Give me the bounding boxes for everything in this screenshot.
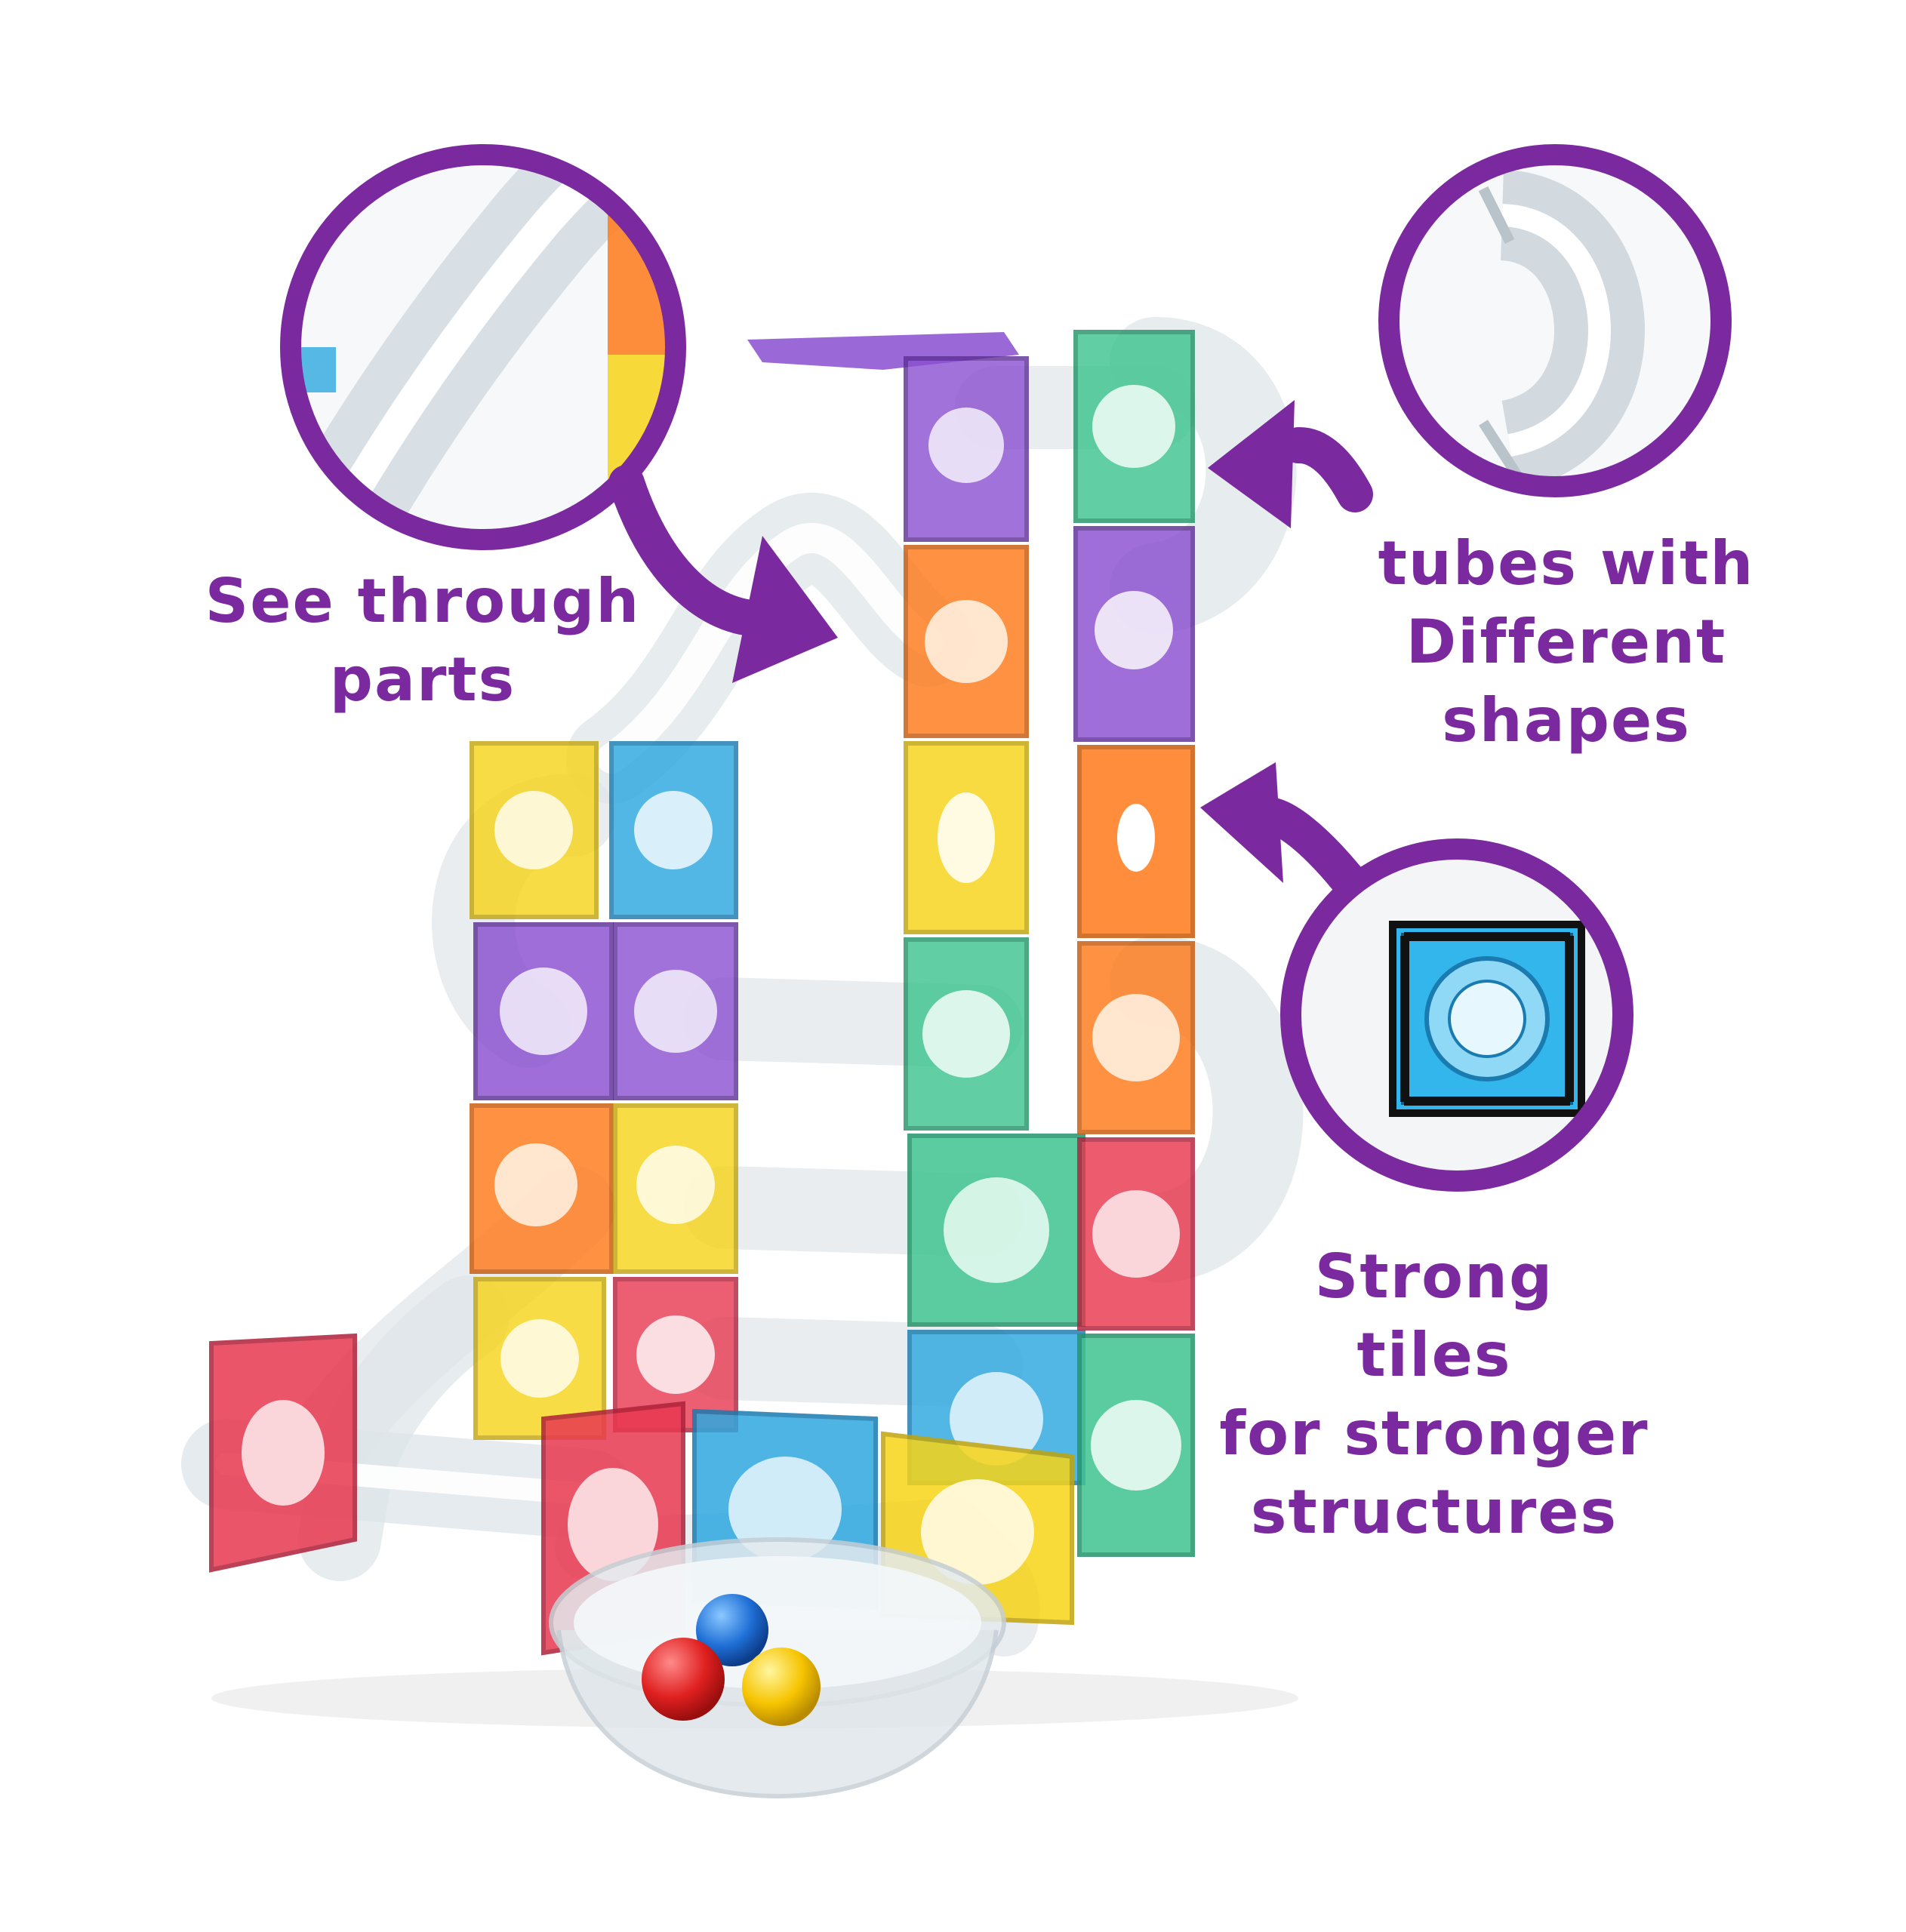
tiles-callout [1280, 838, 1633, 1192]
magnetic-tiles [209, 330, 1195, 1656]
red-ball [642, 1638, 725, 1721]
tubes-label: tubes with Different shapes [1355, 525, 1778, 760]
tubes-line-1: tubes with [1378, 528, 1755, 598]
tiles-line-4: structures [1250, 1477, 1618, 1547]
see-through-label: See through parts [181, 562, 664, 719]
see-through-arrow [608, 465, 781, 637]
tubes-line-3: shapes [1442, 685, 1691, 755]
tiles-line-3: for stronger [1219, 1398, 1649, 1469]
tubes-callout [1378, 144, 1732, 497]
blue-ball [696, 1594, 768, 1666]
see-through-line-2: parts [329, 645, 516, 715]
see-through-arrowhead [732, 536, 838, 683]
tiles-line-1: Strong [1314, 1241, 1554, 1312]
tubes-line-2: Different [1406, 607, 1727, 677]
tiles-arrowhead [1200, 762, 1283, 883]
tiles-line-2: tiles [1356, 1320, 1512, 1390]
yellow-ball [742, 1647, 821, 1726]
tiles-label: Strong tiles for stronger structures [1193, 1238, 1676, 1552]
see-through-line-1: See through [205, 566, 641, 636]
tubes-arrow [1280, 427, 1373, 512]
tubes-arrowhead [1208, 400, 1295, 528]
